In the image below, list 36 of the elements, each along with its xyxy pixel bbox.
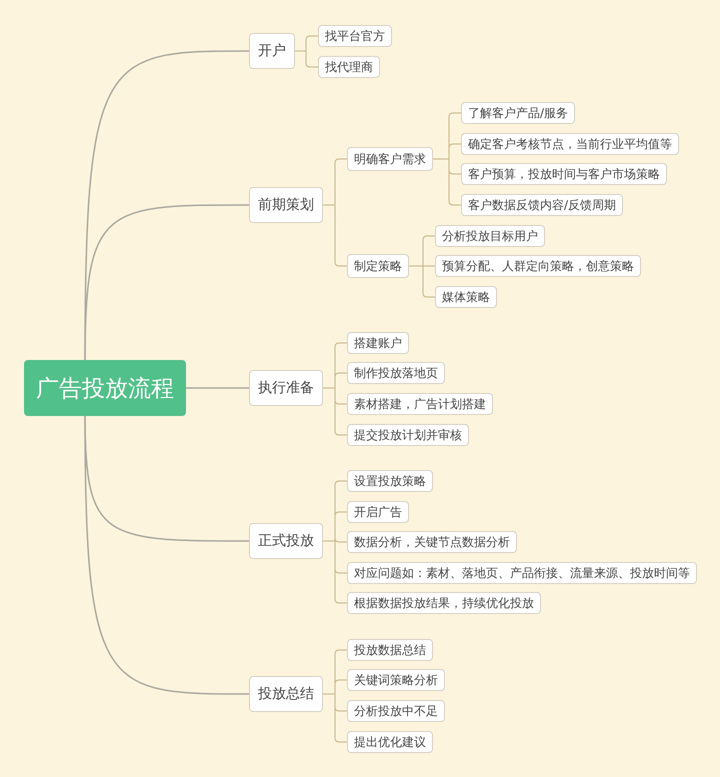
branch-curve <box>84 204 249 360</box>
main-topic-box: 投放总结 <box>249 676 323 712</box>
subtopic-box: 明确客户需求 <box>347 147 433 171</box>
subtopic-box: 客户数据反馈内容/反馈周期 <box>461 194 624 216</box>
subtopic-box: 数据分析，关键节点数据分析 <box>347 531 517 553</box>
subtopic-box: 素材搭建，广告计划搭建 <box>347 393 493 415</box>
subtopic-box: 对应问题如：素材、落地页、产品衔接、流量来源、投放时间等 <box>347 562 697 584</box>
connector-line <box>294 50 318 68</box>
branch-curve <box>84 416 249 695</box>
connector-line <box>322 694 348 742</box>
subtopic-box: 制作投放落地页 <box>347 362 445 384</box>
main-topic-box: 执行准备 <box>249 370 323 406</box>
subtopic-box: 分析投放中不足 <box>347 700 445 722</box>
subtopic-box: 设置投放策略 <box>347 470 433 492</box>
subtopic-box: 投放数据总结 <box>347 639 433 661</box>
branch-curve <box>186 387 249 389</box>
subtopic-box: 媒体策略 <box>435 286 497 308</box>
subtopic-box: 提交投放计划并审核 <box>347 424 469 446</box>
subtopic-box: 根据数据投放结果，持续优化投放 <box>347 592 541 614</box>
subtopic-box: 分析投放目标用户 <box>435 225 545 247</box>
subtopic-box: 搭建账户 <box>347 332 409 354</box>
subtopic-box: 找平台官方 <box>318 25 392 47</box>
subtopic-box: 制定策略 <box>347 254 409 278</box>
subtopic-box: 确定客户考核节点，当前行业平均值等 <box>461 133 679 155</box>
subtopic-box: 找代理商 <box>318 56 380 78</box>
subtopic-box: 开启广告 <box>347 501 409 523</box>
central-topic: 广告投放流程 <box>24 360 186 416</box>
subtopic-box: 关键词策略分析 <box>347 669 445 691</box>
connector-line <box>408 266 436 298</box>
main-topic-box: 正式投放 <box>249 523 323 559</box>
subtopic-box: 客户预算，投放时间与客户市场策略 <box>461 163 667 185</box>
main-topic-box: 开户 <box>249 33 295 69</box>
subtopic-box: 提出优化建议 <box>347 731 433 753</box>
main-topic-box: 前期策划 <box>249 187 323 223</box>
subtopic-box: 预算分配、人群定向策略，创意策略 <box>435 255 641 277</box>
subtopic-box: 了解客户产品/服务 <box>461 102 576 124</box>
